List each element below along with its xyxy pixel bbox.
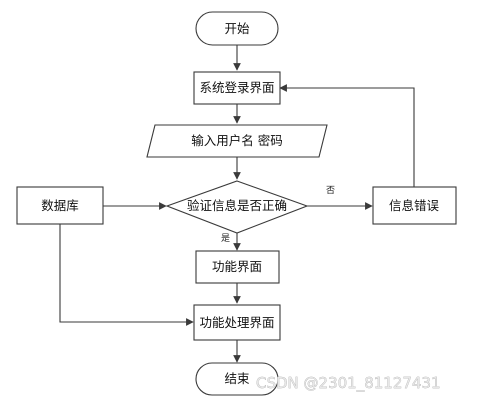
database-node: 数据库 <box>16 186 104 225</box>
error-label: 信息错误 <box>389 198 440 213</box>
edge-label-yes: 是 <box>221 233 230 244</box>
error-node: 信息错误 <box>372 186 457 225</box>
process-label: 功能处理界面 <box>199 315 274 330</box>
input-node: 输入用户名 密码 <box>146 124 328 158</box>
edge-database-process <box>59 224 194 326</box>
edge-error-login <box>279 84 415 187</box>
function-node: 功能界面 <box>195 250 280 284</box>
login-node: 系统登录界面 <box>193 71 281 105</box>
end-label: 结束 <box>224 371 250 386</box>
verify-label: 验证信息是否正确 <box>187 198 287 213</box>
edge-label-no: 否 <box>326 185 335 196</box>
start-label: 开始 <box>224 21 250 36</box>
function-label: 功能界面 <box>212 259 262 274</box>
end-node: 结束 <box>195 362 279 396</box>
watermark: CSDN @2301_81127431 <box>256 374 441 393</box>
database-label: 数据库 <box>41 198 79 213</box>
process-node: 功能处理界面 <box>193 304 281 341</box>
input-label: 输入用户名 密码 <box>191 133 282 148</box>
login-label: 系统登录界面 <box>199 80 274 95</box>
start-node: 开始 <box>195 11 279 46</box>
verify-decision-node: 验证信息是否正确 <box>165 180 309 234</box>
